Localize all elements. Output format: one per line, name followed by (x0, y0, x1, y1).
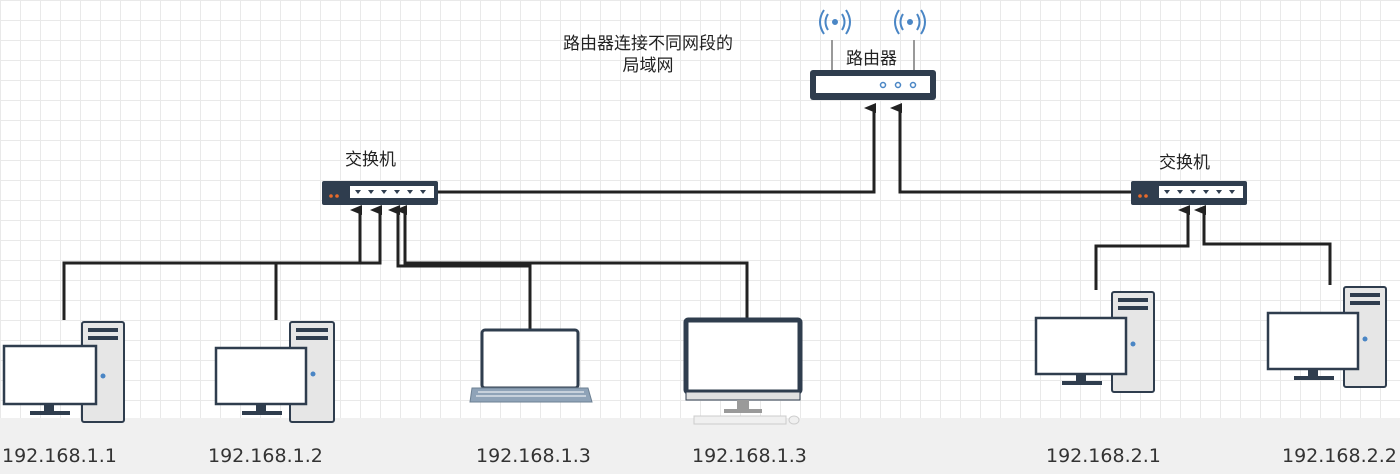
host-ip-label: 192.168.2.2 (1282, 445, 1397, 467)
host-ip-label: 192.168.2.1 (1046, 445, 1161, 467)
desktop-pc-icon (1034, 291, 1155, 393)
diagram-note-line1: 路由器连接不同网段的 (563, 34, 733, 54)
switch-left-icon (322, 181, 438, 205)
link-pc1-switch (62, 205, 362, 320)
switch-left-label: 交换机 (345, 150, 396, 170)
footer-band (0, 418, 1400, 474)
monitor-icon (683, 317, 803, 425)
desktop-pc-icon (214, 321, 335, 423)
connections (62, 103, 1332, 330)
switch-right-label: 交换机 (1159, 153, 1210, 173)
wifi-signal-icon (894, 9, 926, 35)
link-pc4-switch (1194, 205, 1332, 285)
link-laptop-switch (388, 205, 532, 330)
wifi-signal-icon (819, 9, 851, 35)
link-switch-left-router (437, 103, 876, 194)
link-pc3-switch (1094, 205, 1190, 290)
router-label: 路由器 (846, 49, 897, 69)
diagram-note-line2: 局域网 (622, 56, 674, 76)
laptop-icon (469, 328, 593, 403)
host-ip-label: 192.168.1.2 (208, 445, 323, 467)
link-pc2-switch (274, 205, 382, 320)
switch-right-icon (1131, 181, 1247, 205)
diagram-note: 路由器连接不同网段的 局域网 (535, 33, 761, 77)
desktop-pc-icon (1266, 286, 1387, 388)
link-monitor-switch (395, 205, 749, 322)
host-ip-label: 192.168.1.3 (692, 445, 807, 467)
link-switch-right-router (890, 103, 1133, 194)
host-ip-label: 192.168.1.1 (2, 445, 117, 467)
host-ip-label: 192.168.1.3 (476, 445, 591, 467)
router-icon (810, 9, 936, 100)
desktop-pc-icon (2, 321, 125, 423)
